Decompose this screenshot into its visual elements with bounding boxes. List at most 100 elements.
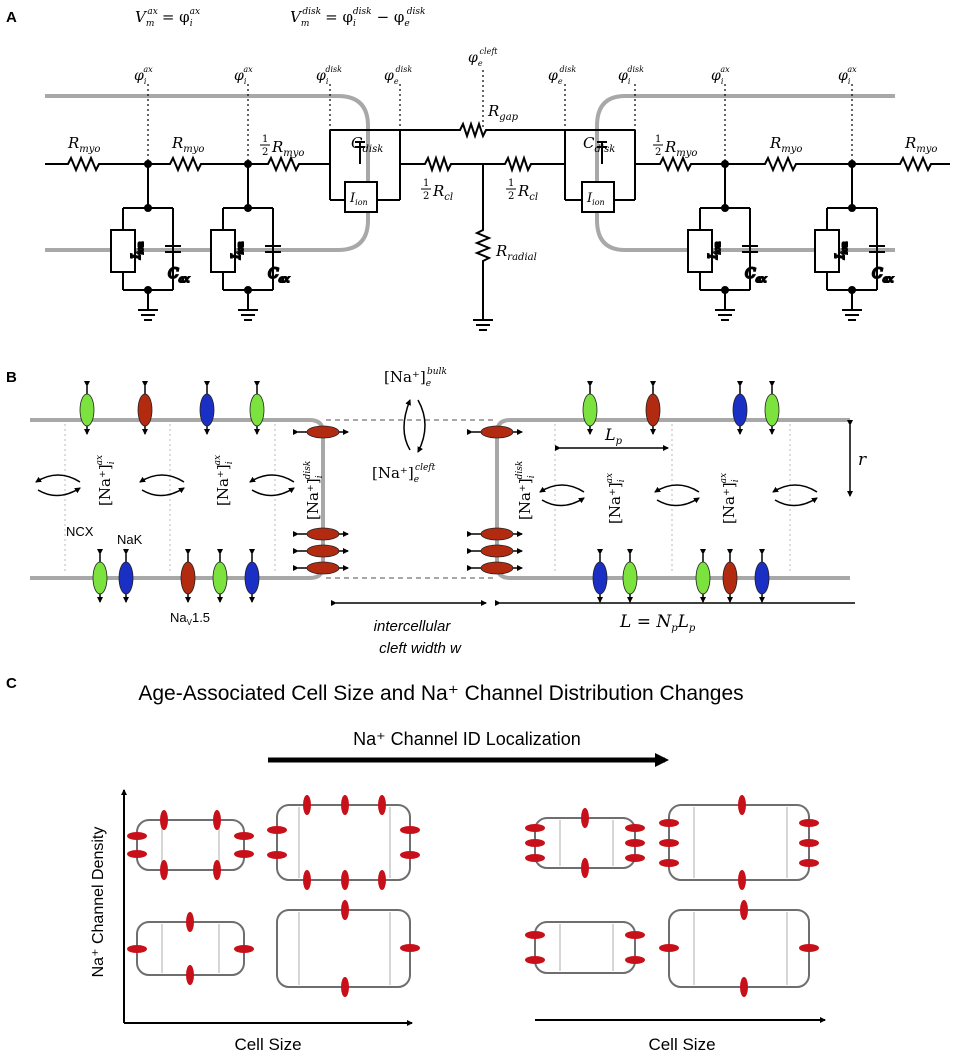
- na-channel: [659, 944, 679, 952]
- na-channel: [127, 850, 147, 858]
- phi-i-ax-1: φiax: [134, 65, 153, 86]
- na-channel: [127, 945, 147, 953]
- na-channel: [160, 810, 168, 830]
- equation-vm-ax: Vmax= φiax: [135, 7, 200, 29]
- svg-text:Cax: Cax: [268, 266, 289, 285]
- half-r-cl-right: 1 2 Rcl: [506, 178, 538, 203]
- svg-text:1: 1: [655, 134, 661, 145]
- ncx-channel: [695, 549, 711, 603]
- na-channel: [799, 859, 819, 867]
- c-disk-1: Cdisk: [351, 134, 383, 155]
- na-channel: [525, 931, 545, 939]
- density-axis: Na⁺ Channel Density: [90, 789, 127, 1023]
- na-channel: [740, 900, 748, 920]
- na-channel: [799, 819, 819, 827]
- nav-disk-channel: [467, 544, 523, 558]
- nav-channel: [645, 381, 661, 435]
- exchange-cycle: [654, 484, 700, 507]
- na-channel: [581, 858, 589, 878]
- svg-text:Cell Size: Cell Size: [234, 1035, 301, 1054]
- na-disk-label-1: [Na⁺]idisk: [303, 461, 325, 520]
- cell-small-low: [127, 912, 254, 985]
- nak-channel: [732, 381, 748, 435]
- ncx-channel: [79, 381, 95, 435]
- na-channel: [213, 810, 221, 830]
- svg-text:Iion: Iion: [229, 242, 245, 260]
- cleft-width-arrow: intercellular cleft width w: [331, 600, 487, 657]
- svg-text:Rmyo: Rmyo: [271, 138, 304, 159]
- svg-text:Cell Size: Cell Size: [648, 1035, 715, 1054]
- na-ax-label-3: [Na⁺]iax: [605, 473, 627, 524]
- na-channel: [341, 977, 349, 997]
- circuit-wires-a: [45, 120, 950, 331]
- nav-disk-channel: [467, 561, 523, 575]
- nav-disk-channel: [293, 425, 349, 439]
- cell-large-high-id: [659, 795, 819, 890]
- na-channel: [303, 795, 311, 815]
- na-channel: [378, 795, 386, 815]
- svg-text:2: 2: [262, 147, 268, 158]
- panel-a: A Vmax= φiax Vmdisk= φidisk− φedisk: [6, 7, 950, 331]
- nav-disk-channel: [293, 527, 349, 541]
- na-ax-label-4: [Na⁺]iax: [719, 473, 741, 524]
- r-myo-1: Rmyo: [67, 134, 100, 155]
- potential-probe-lines: [147, 70, 853, 164]
- half-r-myo-left: 1 2 Rmyo: [260, 134, 304, 159]
- na-channel: [738, 795, 746, 815]
- svg-text:Iion: Iion: [833, 242, 849, 260]
- na-ax-label-1: [Na⁺]iax: [95, 455, 117, 506]
- na-channel: [267, 826, 287, 834]
- phi-e-cleft: φecleft: [468, 47, 498, 68]
- nav-channel: [722, 549, 738, 603]
- na-channel: [659, 859, 679, 867]
- phi-i-disk-1: φidisk: [316, 65, 342, 86]
- ncx-channel: [249, 381, 265, 435]
- na-channel: [659, 819, 679, 827]
- cell-diagrams: [127, 795, 819, 997]
- ncx-channel: [764, 381, 780, 435]
- na-channel: [799, 839, 819, 847]
- nak-channel: [118, 549, 134, 603]
- panel-c-title: Age-Associated Cell Size and Na⁺ Channel…: [138, 682, 743, 705]
- disk-ion-box-left: Iion: [344, 181, 378, 213]
- svg-text:Vmax= φiax: Vmax= φiax: [135, 7, 200, 29]
- r-myo-4: Rmyo: [904, 134, 937, 155]
- exchange-cycle: [772, 484, 818, 507]
- r-radial: Rradial: [495, 242, 537, 263]
- nak-channel: [244, 549, 260, 603]
- na-channel: [625, 854, 645, 862]
- na-ax-label-2: [Na⁺]iax: [213, 455, 235, 506]
- na-cleft-label: [Na⁺]ecleft: [372, 463, 436, 485]
- equation-vm-disk: Vmdisk= φidisk− φedisk: [290, 7, 425, 29]
- na-channel: [400, 944, 420, 952]
- nak-channel: [754, 549, 770, 603]
- na-disk-label-2: [Na⁺]idisk: [515, 461, 537, 520]
- svg-text:L = NpLp: L = NpLp: [619, 612, 696, 634]
- disk-ion-box-right: Iion: [581, 181, 615, 213]
- panel-c-letter: C: [6, 675, 17, 692]
- r-myo-2: Rmyo: [171, 134, 204, 155]
- half-r-cl-left: 1 2 Rcl: [421, 178, 453, 203]
- ncx-label: NCX: [66, 524, 94, 539]
- na-channel: [234, 850, 254, 858]
- half-r-myo-right: 1 2 Rmyo: [653, 134, 697, 159]
- svg-text:2: 2: [423, 191, 429, 202]
- cell-large-low: [276, 900, 420, 997]
- cell-small-high: [127, 810, 254, 880]
- na-channel: [400, 851, 420, 859]
- na-channel: [581, 808, 589, 828]
- na-channel: [186, 912, 194, 932]
- na-channel: [213, 860, 221, 880]
- svg-text:Lp: Lp: [604, 425, 623, 447]
- svg-text:Na⁺ Channel Density: Na⁺ Channel Density: [90, 827, 107, 978]
- ncx-channel: [92, 549, 108, 603]
- panel-c: C Age-Associated Cell Size and Na⁺ Chann…: [6, 675, 826, 1054]
- nav-disk-channel: [467, 425, 523, 439]
- cell-small-high-id: [525, 808, 645, 878]
- exchange-cycle: [35, 474, 81, 497]
- exchange-cycle: [139, 474, 185, 497]
